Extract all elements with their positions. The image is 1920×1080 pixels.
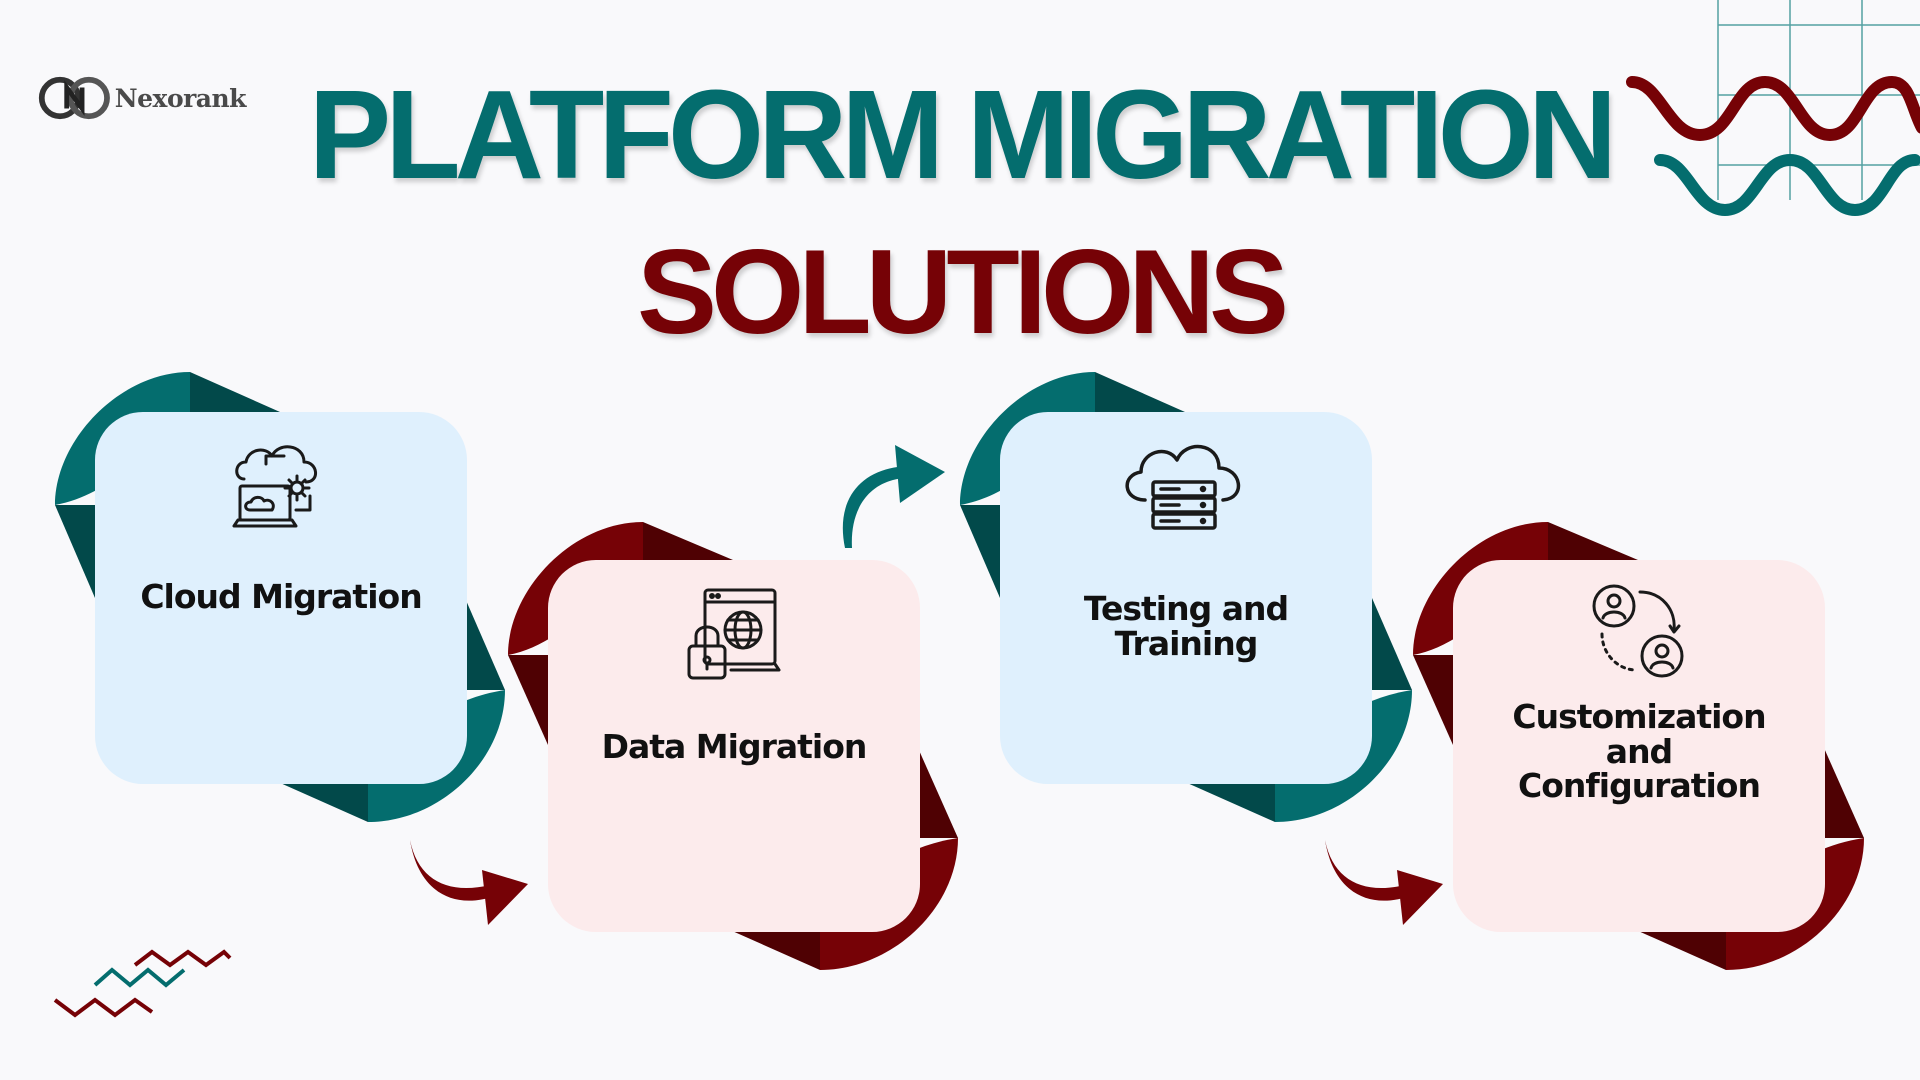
zigzag-red-top: [133, 949, 232, 968]
cloud-laptop-gear-icon: [232, 445, 317, 528]
step-label: Customization and Configuration: [1512, 697, 1766, 806]
wave-red: [1626, 75, 1920, 142]
step-card-testing-training: Testing and Training: [1000, 412, 1372, 784]
arrow-2-to-3: [842, 445, 945, 548]
page-title-line-1: PLATFORM MIGRATION: [308, 64, 1617, 205]
brand-logo: Nexorank: [36, 68, 247, 128]
arrow-3-to-4: [1325, 840, 1443, 925]
logo-text: Nexorank: [114, 83, 247, 113]
page-title-line-2: SOLUTIONS: [636, 225, 1289, 359]
step-card-data-migration: Data Migration: [548, 560, 920, 932]
step-card-cloud-migration: Cloud Migration: [95, 412, 467, 784]
logo-mark-icon: [38, 76, 110, 120]
user-exchange-icon: [1592, 584, 1684, 678]
step-label: Data Migration: [601, 727, 868, 766]
zigzag-red-bottom: [53, 997, 154, 1018]
wave-teal: [1654, 153, 1920, 217]
step-label: Testing and Training: [1083, 589, 1289, 663]
browser-globe-lock-icon: [687, 588, 781, 680]
step-label: Cloud Migration: [140, 577, 422, 616]
zigzag-teal: [93, 967, 186, 988]
arrow-1-to-2: [410, 840, 528, 925]
step-card-customization-configuration: Customization and Configuration: [1453, 560, 1825, 932]
cloud-server-icon: [1125, 444, 1241, 530]
